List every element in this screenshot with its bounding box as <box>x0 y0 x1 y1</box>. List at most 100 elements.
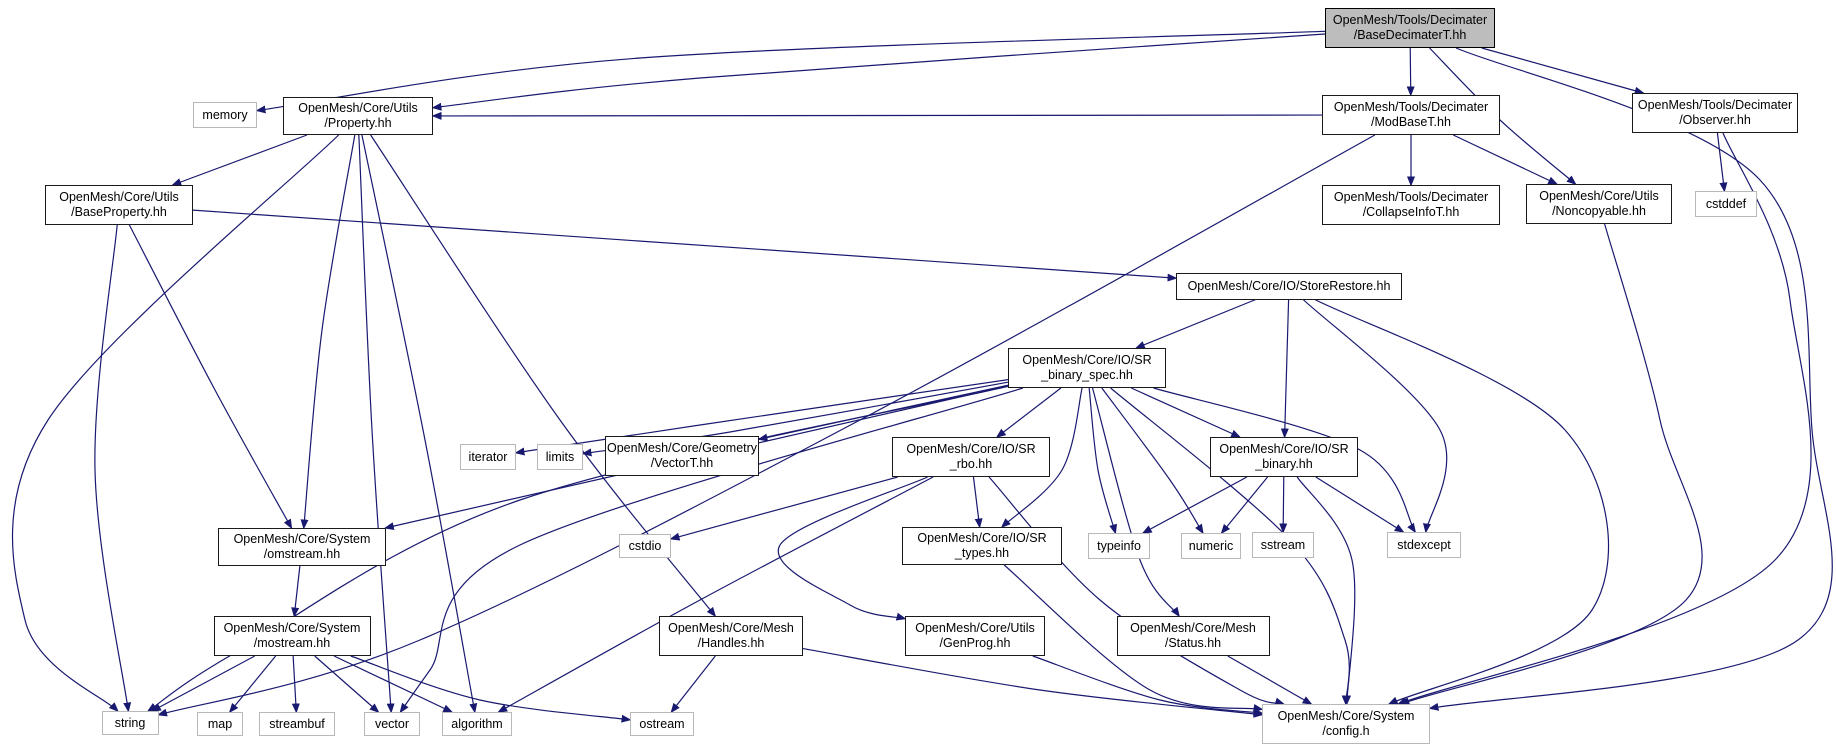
edge-spec-config <box>1110 387 1350 706</box>
node-stypes[interactable]: OpenMesh/Core/IO/SR_types.hh <box>902 527 1062 565</box>
node-vect[interactable]: OpenMesh/Core/Geometry/VectorT.hh <box>605 436 759 476</box>
node-bd: OpenMesh/Tools/Decimater/BaseDecimaterT.… <box>1325 8 1495 48</box>
node-label-line: /Property.hh <box>324 116 392 130</box>
node-label-line: limits <box>545 449 575 464</box>
edge-omstr-mostr <box>291 565 301 618</box>
node-label-line: /Noncopyable.hh <box>1552 204 1646 218</box>
edge-bprop-str <box>94 224 132 713</box>
node-handles[interactable]: OpenMesh/Core/Mesh/Handles.hh <box>659 616 803 656</box>
edge-stypes-config <box>1003 564 1264 712</box>
edge-rbo-cstdio <box>669 476 898 541</box>
node-label-line: OpenMesh/Core/Utils <box>59 190 179 204</box>
node-obs[interactable]: OpenMesh/Tools/Decimater/Observer.hh <box>1632 93 1798 133</box>
node-iter: iterator <box>460 444 516 470</box>
node-label-line: algorithm <box>451 716 503 731</box>
edge-spec-sbin <box>1131 387 1242 438</box>
edge-store-spec <box>1134 298 1256 349</box>
node-mod[interactable]: OpenMesh/Tools/Decimater/ModBaseT.hh <box>1322 95 1500 135</box>
node-bprop[interactable]: OpenMesh/Core/Utils/BaseProperty.hh <box>45 185 193 225</box>
node-label-line: OpenMesh/Core/System <box>233 532 371 546</box>
node-label-line: cstddef <box>1705 196 1747 211</box>
node-sbuf: streambuf <box>259 712 335 736</box>
node-status[interactable]: OpenMesh/Core/Mesh/Status.hh <box>1116 616 1270 656</box>
edge-mostr-map <box>228 655 277 714</box>
node-sbin[interactable]: OpenMesh/Core/IO/SR_binary.hh <box>1210 437 1358 477</box>
node-nonc[interactable]: OpenMesh/Core/Utils/Noncopyable.hh <box>1526 184 1672 224</box>
edge-mostr-str <box>151 655 256 712</box>
node-label-line: _binary_spec.hh <box>1041 368 1133 382</box>
node-omstr[interactable]: OpenMesh/Core/System/omstream.hh <box>218 528 386 566</box>
node-spec[interactable]: OpenMesh/Core/IO/SR_binary_spec.hh <box>1008 348 1166 388</box>
node-vec: vector <box>364 712 420 736</box>
node-label-line: ostream <box>639 716 685 731</box>
node-label-line: OpenMesh/Core/Utils <box>1539 189 1659 203</box>
node-label-line: vector <box>374 716 410 731</box>
edge-spec-rbo <box>995 387 1062 438</box>
edge-prop-bprop <box>171 134 308 186</box>
edge-bprop-store <box>192 209 1178 282</box>
node-label-line: /Observer.hh <box>1679 113 1751 127</box>
node-numeric: numeric <box>1181 533 1241 559</box>
node-config: OpenMesh/Core/System/config.h <box>1262 704 1430 744</box>
node-label-line: _binary.hh <box>1255 457 1313 471</box>
node-label-line: /omstream.hh <box>263 547 341 561</box>
node-col[interactable]: OpenMesh/Tools/Decimater/CollapseInfoT.h… <box>1322 185 1500 225</box>
edge-sbin-config <box>1296 476 1356 706</box>
node-label-line: /ModBaseT.hh <box>1371 115 1451 129</box>
edge-nonc-config <box>1399 223 1703 705</box>
node-label-line: OpenMesh/Core/Utils <box>298 101 418 115</box>
edge-spec-stypes <box>1000 387 1083 529</box>
node-mostr[interactable]: OpenMesh/Core/System/mostream.hh <box>213 616 371 656</box>
node-store[interactable]: OpenMesh/Core/IO/StoreRestore.hh <box>1176 272 1402 300</box>
edge-mostr-alg <box>333 655 454 713</box>
edge-store-sbin <box>1280 299 1290 439</box>
node-prop[interactable]: OpenMesh/Core/Utils/Property.hh <box>283 97 433 135</box>
node-label-line: OpenMesh/Tools/Decimater <box>1333 100 1489 114</box>
node-label-line: /Handles.hh <box>697 636 765 650</box>
edge-mod-nonc <box>1452 134 1559 185</box>
node-label-line: typeinfo <box>1097 538 1141 553</box>
node-cstdio: cstdio <box>619 534 671 558</box>
edge-bd-obs <box>1481 47 1645 95</box>
edge-mostr-vec <box>314 655 380 713</box>
node-typeinfo: typeinfo <box>1088 533 1150 559</box>
node-label-line: numeric <box>1188 538 1234 553</box>
node-limits: limits <box>537 444 583 470</box>
node-label-line: stdexcept <box>1397 537 1451 552</box>
edge-store-config <box>1314 298 1610 705</box>
node-label-line: cstdio <box>628 538 662 553</box>
node-label-line: memory <box>202 107 248 122</box>
node-str: string <box>101 711 159 735</box>
edge-rbo-alg <box>497 476 934 713</box>
node-label-line: OpenMesh/Core/Utils <box>915 621 1035 635</box>
node-label-line: map <box>207 716 233 731</box>
node-label-line: OpenMesh/Core/System <box>223 621 361 635</box>
edge-handles-config <box>802 647 1264 718</box>
node-label-line: /BaseDecimaterT.hh <box>1353 28 1467 42</box>
edge-prop-omstr <box>300 134 356 530</box>
edge-mod-prop <box>431 111 1323 120</box>
node-label-line: OpenMesh/Core/System <box>1277 709 1415 723</box>
edge-spec-str <box>146 385 1009 712</box>
edge-status-config <box>1227 655 1313 705</box>
node-genprog[interactable]: OpenMesh/Core/Utils/GenProg.hh <box>905 616 1045 656</box>
node-label-line: OpenMesh/Core/Mesh <box>1130 621 1256 635</box>
edge-obs-config <box>1396 132 1812 705</box>
edge-bprop-omstr <box>128 224 293 530</box>
edge-obs-cstddef <box>1716 132 1728 193</box>
node-stdexc: stdexcept <box>1387 532 1461 558</box>
node-sstream: sstream <box>1252 532 1314 558</box>
node-label-line: string <box>114 715 146 730</box>
node-cstddef: cstddef <box>1695 191 1757 217</box>
node-label-line: sstream <box>1260 537 1306 552</box>
edge-sbin-stdexc <box>1315 476 1405 533</box>
node-rbo[interactable]: OpenMesh/Core/IO/SR_rbo.hh <box>892 437 1050 477</box>
node-label-line: /CollapseInfoT.hh <box>1362 205 1460 219</box>
edge-bd-mod <box>1406 47 1415 97</box>
node-label-line: OpenMesh/Tools/Decimater <box>1637 98 1793 112</box>
node-label-line: OpenMesh/Core/IO/StoreRestore.hh <box>1187 278 1391 293</box>
node-ostr: ostream <box>630 712 694 736</box>
edge-sbin-numeric <box>1220 476 1269 535</box>
node-label-line: OpenMesh/Tools/Decimater <box>1333 190 1489 204</box>
